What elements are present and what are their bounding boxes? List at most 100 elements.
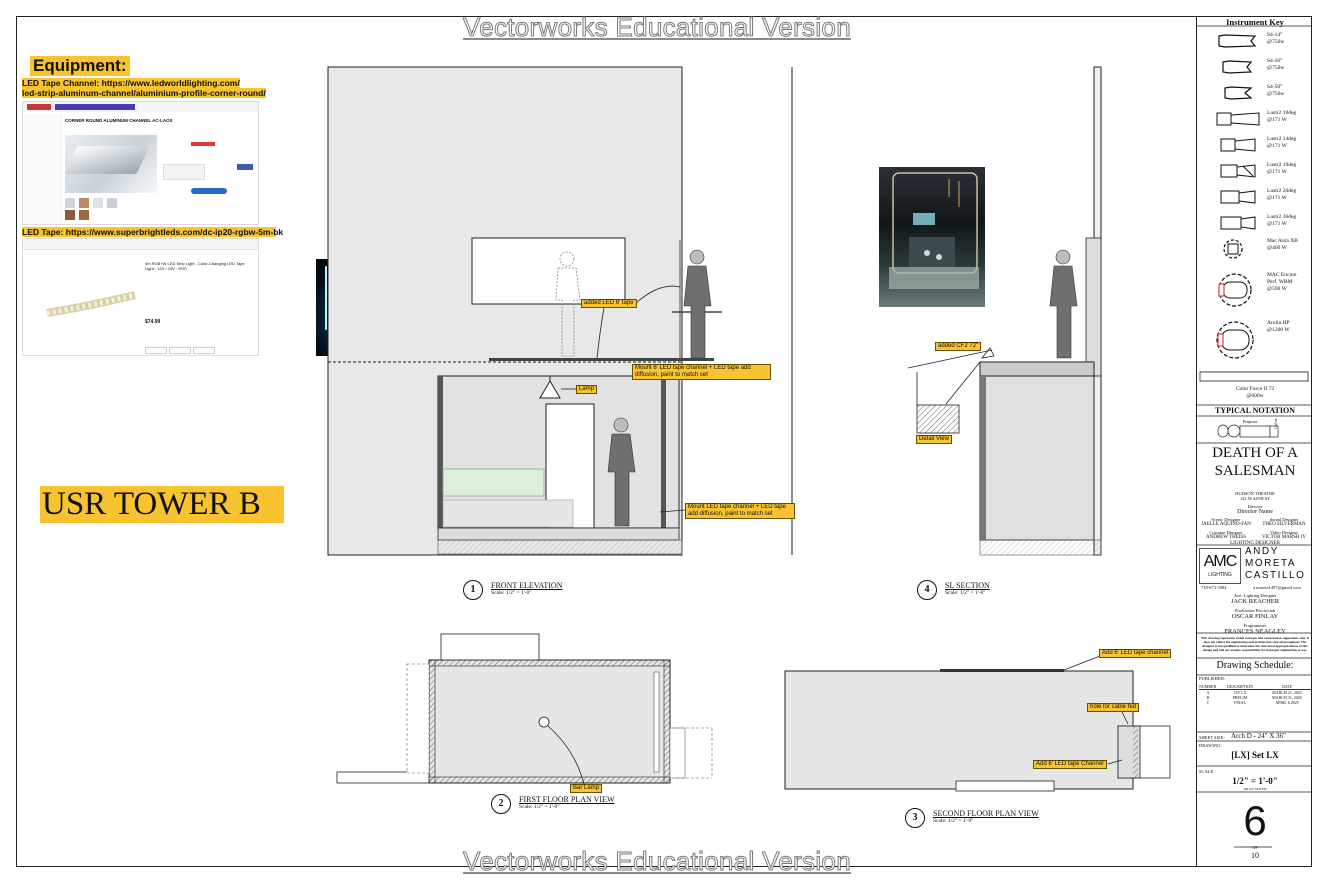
watermark-top: Vectorworks Educational Version bbox=[463, 12, 852, 43]
lustr-icon bbox=[1216, 112, 1260, 126]
scenic-name: JAELLE AQUINO-FAN bbox=[1201, 522, 1251, 527]
ld-phone: 718-673-3984 bbox=[1201, 585, 1227, 590]
stage-reference-photo bbox=[879, 167, 985, 307]
moving-wash-icon bbox=[1223, 239, 1243, 259]
color-force-label: Color Force II 72 @600w bbox=[1235, 386, 1275, 399]
title-block-lines bbox=[1196, 25, 1312, 848]
ledworld-logo bbox=[27, 104, 51, 110]
instrument-s4-50: S4-50° @750w bbox=[1197, 82, 1313, 102]
scale-note: OR AS NOTED bbox=[1243, 787, 1267, 791]
led-channel-link-line1[interactable]: LED Tape Channel: https://www.ledworldli… bbox=[22, 78, 240, 88]
scenic-role: Scenic Designer bbox=[1211, 517, 1241, 522]
instrument-lustr2-36: Lustr2 36deg @171 W bbox=[1197, 212, 1313, 232]
ld-email: a.moreta1497@gmail.com bbox=[1253, 585, 1301, 590]
callout-hole-cable: hole for cable fed bbox=[1087, 703, 1140, 712]
watermark-bottom: Vectorworks Educational Version bbox=[463, 846, 852, 877]
schedule-row: C FINAL APRIL 6 2025 bbox=[1206, 700, 1299, 705]
callout-added-led-tape: added LED 6' tape bbox=[581, 299, 637, 308]
notation-color-label: Color bbox=[1273, 418, 1278, 429]
second-floor-plan-drawing bbox=[784, 655, 1171, 792]
human-figure-lower bbox=[607, 417, 636, 527]
director-name: Director Name bbox=[1237, 509, 1273, 515]
drawing-schedule-title: Drawing Schedule: bbox=[1216, 660, 1294, 671]
lustr-icon bbox=[1220, 164, 1256, 178]
callout-mount-lower-channel: Mount LED tape channel + LED tape add di… bbox=[685, 503, 795, 519]
programmer-role: Programmer bbox=[1243, 623, 1267, 628]
moving-head-icon bbox=[1218, 273, 1252, 307]
instrument-lustr2-14: Lustr2 14deg @171 W bbox=[1197, 134, 1313, 154]
sheet-number: 6 bbox=[1243, 797, 1267, 844]
instrument-arolla-hp: Arolla HP @1200 W bbox=[1197, 318, 1313, 362]
equipment-title: Equipment: bbox=[30, 56, 130, 76]
schedule-table: NUMBER DESCRIPTION DATE A 1ST LX MARCH 2… bbox=[1199, 684, 1311, 705]
notation-purpose-label: Purpose bbox=[1243, 419, 1258, 424]
video-name: VICTOR MARSH IV bbox=[1261, 535, 1307, 540]
sheet-size-label: SHEET SIZE: bbox=[1199, 735, 1225, 740]
sheet-total: 10 bbox=[1251, 851, 1259, 860]
instrument-lustr2-10: Lustr2 10deg @171 W bbox=[1197, 108, 1313, 128]
moving-head-icon bbox=[1216, 321, 1254, 359]
disclaimer: This drawing represents visual concepts … bbox=[1200, 636, 1310, 652]
drawing-name: [LX] Set LX bbox=[1231, 750, 1279, 760]
callout-lamp: Lamp bbox=[576, 385, 598, 394]
venue-address: 141 W 44TH ST bbox=[1240, 496, 1270, 501]
callout-mount-6ft-channel: Mount 6' LED tape channel + LED tape add… bbox=[632, 364, 771, 380]
front-elevation-drawing bbox=[327, 66, 722, 556]
product-screenshot-tape: 5m RGB+W LED Strip Light - Color-Changin… bbox=[22, 238, 259, 356]
led-channel-link-line2[interactable]: led-strip-aluminum-channel/aluminium-pro… bbox=[22, 88, 266, 98]
costume-role: Costume Designer bbox=[1209, 530, 1243, 535]
product2-heading: 5m RGB+W LED Strip Light - Color-Changin… bbox=[145, 261, 245, 271]
sound-role: Sound Designer bbox=[1269, 517, 1299, 522]
callout-added-cf2: added CF2 72" bbox=[935, 342, 982, 351]
ld-last-name: CASTILLO bbox=[1245, 570, 1306, 581]
drawing-sheet-border bbox=[16, 16, 1312, 867]
instrument-lustr2-19: Lustr2 19deg @171 W bbox=[1197, 160, 1313, 180]
human-figure-upper bbox=[683, 249, 712, 359]
lustr-icon bbox=[1220, 138, 1256, 152]
callout-add-channel-top: Add 6' LED tape channel bbox=[1099, 649, 1172, 658]
published-label: PUBLISHED: bbox=[1199, 676, 1226, 681]
sl-section-drawing bbox=[791, 66, 1102, 556]
pe-name: OSCAR FINLAY bbox=[1231, 613, 1279, 620]
instrument-key-title: Instrument Key bbox=[1226, 17, 1284, 27]
drawing-label: DRAWING: bbox=[1199, 743, 1222, 748]
sheet-size-value: Arch D - 24" X 36" bbox=[1231, 732, 1286, 740]
show-title: DEATH OF A SALESMAN bbox=[1212, 445, 1298, 479]
instrument-lustr2-26: Lustr2 26deg @171 W bbox=[1197, 186, 1313, 206]
instrument-s4-14: S4-14° @750w bbox=[1197, 30, 1313, 50]
human-figure-section bbox=[1049, 249, 1078, 359]
typical-notation-title: TYPICAL NOTATION bbox=[1215, 406, 1295, 415]
led-tape-link[interactable]: LED Tape: https://www.superbrightleds.co… bbox=[22, 227, 284, 237]
schedule-row: B PRELIM MARCH 31, 2025 bbox=[1206, 695, 1302, 700]
video-role: Video Designer bbox=[1269, 530, 1299, 535]
pe-role: Production Electrician bbox=[1234, 608, 1276, 613]
amc-logo: AMC LIGHTING bbox=[1199, 548, 1241, 584]
schedule-row: A 1ST LX MARCH 21, 2025 bbox=[1206, 690, 1302, 695]
scale-value: 1/2" = 1'-0" bbox=[1232, 776, 1278, 786]
led-tape-product-image bbox=[45, 289, 137, 319]
ald-role: Asst. Lighting Designer bbox=[1233, 593, 1277, 598]
programmer-name: FRANCES NEAGLEY bbox=[1224, 628, 1286, 635]
instrument-mac-aura-xb: Mac Aura XB @400 W bbox=[1197, 236, 1313, 260]
director-role: Director bbox=[1247, 504, 1263, 509]
venue-name: HUDSON THEATRE bbox=[1235, 491, 1275, 496]
callout-bar-lamp: Bar Lamp bbox=[570, 784, 603, 793]
lustr-icon bbox=[1220, 190, 1256, 204]
callout-add-channel-bottom: Add 6' LED tape Channel bbox=[1033, 760, 1107, 769]
ald-name: JACK REACHER bbox=[1230, 598, 1280, 605]
first-floor-plan-drawing bbox=[336, 633, 713, 785]
product2-price: $74.99 bbox=[145, 319, 161, 325]
ld-middle-name: MORETA bbox=[1245, 558, 1297, 569]
costume-name: ANDREW THEISS bbox=[1206, 535, 1246, 540]
instrument-mac-encore: MAC Encore Perf. WRM @596 W bbox=[1197, 270, 1313, 310]
sheet-of-label: OF bbox=[1252, 845, 1258, 850]
usr-tower-label: USR TOWER B bbox=[40, 486, 284, 523]
product1-heading: CORNER ROUND ALUMINUM CHANNEL AC-LAOS bbox=[65, 118, 173, 123]
product-screenshot-channel: CORNER ROUND ALUMINUM CHANNEL AC-LAOS bbox=[22, 101, 259, 225]
ellipsoidal-icon bbox=[1218, 34, 1257, 48]
scale-label: SCALE: bbox=[1199, 769, 1215, 774]
ellipsoidal-icon bbox=[1224, 86, 1253, 100]
ellipsoidal-icon bbox=[1222, 60, 1253, 74]
ld-first-name: ANDY bbox=[1245, 546, 1279, 557]
